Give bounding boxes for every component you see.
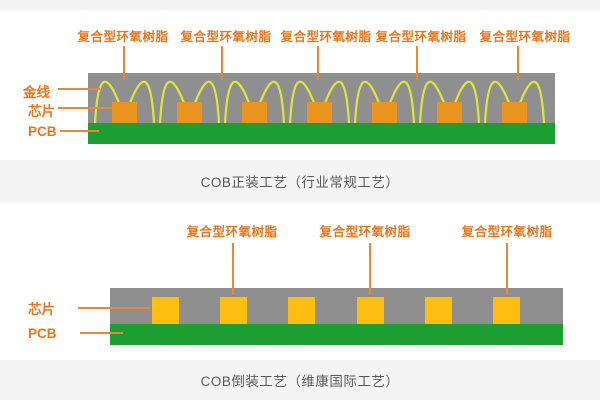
bond-wire-arc bbox=[128, 80, 156, 125]
bond-wire-arc bbox=[518, 80, 546, 125]
chip-rect bbox=[502, 102, 527, 123]
bond-wire-arc bbox=[288, 80, 316, 125]
bond-wire-arc bbox=[483, 80, 511, 125]
side-label-pcb: PCB bbox=[28, 326, 57, 341]
caption-strip-top: COB正装工艺（行业常规工艺） bbox=[0, 160, 600, 202]
epoxy-resin-label: 复合型环氧树脂 bbox=[479, 30, 571, 44]
epoxy-resin-label: 复合型环氧树脂 bbox=[77, 30, 169, 44]
chip-rect bbox=[177, 102, 202, 123]
top-edge-strip bbox=[0, 0, 600, 10]
bond-wire-arc bbox=[388, 80, 416, 125]
caption-wirebond-process: COB正装工艺（行业常规工艺） bbox=[200, 175, 400, 190]
chip-rect bbox=[220, 297, 247, 324]
bond-wire-arc bbox=[418, 80, 446, 125]
bond-wire-arc bbox=[353, 80, 381, 125]
pcb-layer bbox=[110, 324, 563, 345]
caption-strip-bottom: COB倒装工艺（维康国际工艺） bbox=[0, 360, 600, 400]
epoxy-resin-label: 复合型环氧树脂 bbox=[186, 225, 278, 239]
chip-rect bbox=[437, 102, 462, 123]
bond-wire-arc bbox=[258, 80, 286, 125]
epoxy-resin-label: 复合型环氧树脂 bbox=[319, 225, 411, 239]
bond-wire-arc bbox=[223, 80, 251, 125]
cob-flipchip-diagram bbox=[78, 243, 563, 345]
chip-rect bbox=[152, 297, 179, 324]
chip-rect bbox=[372, 102, 397, 123]
epoxy-resin-label: 复合型环氧树脂 bbox=[375, 30, 467, 44]
chip-rect bbox=[307, 102, 332, 123]
epoxy-resin-label: 复合型环氧树脂 bbox=[180, 30, 272, 44]
chip-rect bbox=[288, 297, 315, 324]
bond-wire-arc bbox=[193, 80, 221, 125]
bond-wire-arc bbox=[158, 80, 186, 125]
cob-wirebond-diagram bbox=[58, 46, 555, 144]
bond-wire-arc bbox=[93, 80, 121, 125]
bond-wire-arc bbox=[453, 80, 481, 125]
epoxy-resin-label: 复合型环氧树脂 bbox=[280, 30, 372, 44]
chip-rect bbox=[242, 102, 267, 123]
epoxy-layer bbox=[110, 288, 563, 324]
side-label-chip: 芯片 bbox=[28, 104, 55, 119]
side-label-gold-wire: 金线 bbox=[23, 85, 50, 100]
bond-wire-arc bbox=[323, 80, 351, 125]
side-label-chip: 芯片 bbox=[28, 302, 55, 317]
side-label-pcb: PCB bbox=[28, 124, 57, 139]
caption-flipchip-process: COB倒装工艺（维康国际工艺） bbox=[200, 374, 400, 389]
epoxy-resin-label: 复合型环氧树脂 bbox=[461, 225, 553, 239]
chip-rect bbox=[493, 297, 520, 324]
chip-rect bbox=[112, 102, 137, 123]
chip-rect bbox=[425, 297, 452, 324]
chip-rect bbox=[357, 297, 384, 324]
pcb-layer bbox=[88, 123, 555, 144]
